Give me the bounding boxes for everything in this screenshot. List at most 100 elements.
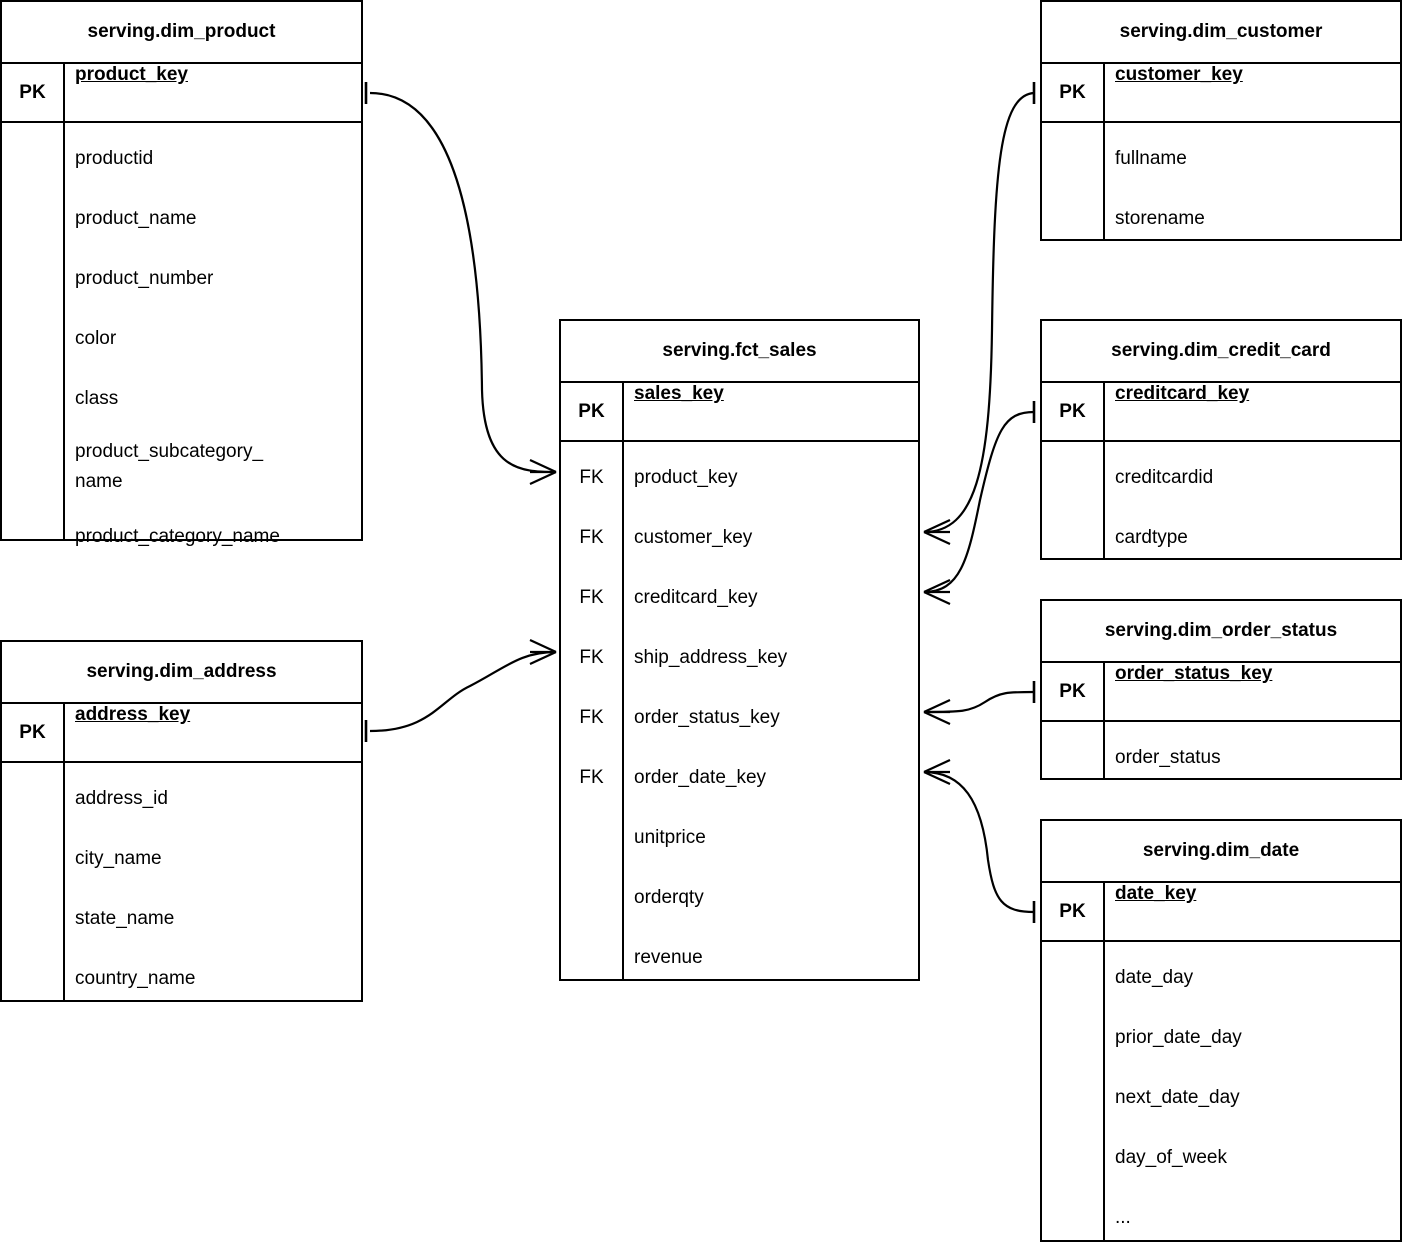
attribute-list-dim_credit_card: creditcardid cardtype bbox=[1105, 442, 1400, 558]
attribute-fct_sales-1: orderqty bbox=[634, 887, 704, 908]
pk-field-dim_product: product_key bbox=[75, 64, 188, 85]
attribute-dim_product-6: product_category_name bbox=[75, 526, 280, 547]
cardinality-many-prong-sales-to-order-status-2 bbox=[923, 711, 951, 725]
entity-title-dim_customer: serving.dim_customer bbox=[1042, 2, 1400, 64]
entity-title-dim_product: serving.dim_product bbox=[2, 2, 361, 64]
connector-line-sales-to-order-status bbox=[923, 690, 1035, 714]
connector-line-address-to-sales bbox=[369, 650, 557, 733]
attribute-dim_order_status-0: order_status bbox=[1115, 747, 1221, 768]
pk-row-dim_customer[interactable]: PK customer_key bbox=[1042, 64, 1400, 123]
connector-line-sales-to-customer bbox=[923, 91, 1035, 534]
attribute-dim_product-2: product_number bbox=[75, 268, 214, 289]
cardinality-many-prong-sales-to-credit-card-0 bbox=[923, 579, 951, 593]
attribute-dim_credit_card-1: cardtype bbox=[1115, 527, 1188, 548]
attribute-list-dim_order_status: order_status bbox=[1105, 722, 1400, 778]
attribute-dim_product-0: productid bbox=[75, 148, 154, 169]
attribute-dim_date-4: ... bbox=[1115, 1207, 1131, 1228]
attribute-dim_customer-0: fullname bbox=[1115, 148, 1187, 169]
pk-field-dim_credit_card: creditcard_key bbox=[1115, 383, 1250, 404]
cardinality-many-prong-sales-to-customer-0 bbox=[923, 519, 951, 533]
pk-badge-fct_sales: PK bbox=[561, 383, 624, 440]
pk-badge-dim_address: PK bbox=[2, 704, 65, 761]
key-column-strip-dim_customer bbox=[1042, 123, 1105, 239]
entity-title-fct_sales: serving.fct_sales bbox=[561, 321, 918, 383]
entity-title-dim_credit_card: serving.dim_credit_card bbox=[1042, 321, 1400, 383]
pk-row-dim_product[interactable]: PK product_key bbox=[2, 64, 361, 123]
fk-badge-fct_sales-4: FK bbox=[579, 707, 604, 728]
attribute-dim_customer-1: storename bbox=[1115, 208, 1205, 229]
cardinality-many-prong-product-to-sales-2 bbox=[529, 471, 557, 485]
relationship-product-to-sales bbox=[364, 82, 557, 485]
pk-row-dim_address[interactable]: PK address_key bbox=[2, 704, 361, 763]
fk-field-fct_sales-4: order_status_key bbox=[634, 707, 780, 728]
relationship-sales-to-customer bbox=[923, 82, 1036, 545]
attribute-dim_address-2: state_name bbox=[75, 908, 175, 929]
pk-badge-dim_customer: PK bbox=[1042, 64, 1105, 121]
fk-badge-fct_sales-1: FK bbox=[579, 527, 604, 548]
fk-badge-fct_sales-0: FK bbox=[579, 467, 604, 488]
pk-badge-dim_product: PK bbox=[2, 64, 65, 121]
entity-title-dim_date: serving.dim_date bbox=[1042, 821, 1400, 883]
pk-row-dim_credit_card[interactable]: PK creditcard_key bbox=[1042, 383, 1400, 442]
key-column-strip-dim_order_status bbox=[1042, 722, 1105, 778]
fk-field-fct_sales-5: order_date_key bbox=[634, 767, 767, 788]
pk-field-dim_address: address_key bbox=[75, 704, 191, 725]
connector-line-sales-to-date bbox=[923, 770, 1035, 914]
fk-badge-fct_sales-3: FK bbox=[579, 647, 604, 668]
connector-line-sales-to-credit-card bbox=[923, 410, 1035, 594]
pk-field-dim_date: date_key bbox=[1115, 883, 1197, 904]
pk-field-dim_order_status: order_status_key bbox=[1115, 663, 1273, 684]
cardinality-many-prong-product-to-sales-0 bbox=[529, 459, 557, 473]
fk-badge-fct_sales-5: FK bbox=[579, 767, 604, 788]
key-column-strip-dim_credit_card bbox=[1042, 442, 1105, 558]
attribute-list-dim_customer: fullname storename bbox=[1105, 123, 1400, 239]
attribute-dim_credit_card-0: creditcardid bbox=[1115, 467, 1214, 488]
key-column-strip-dim_date bbox=[1042, 942, 1105, 1240]
attribute-fct_sales-2: revenue bbox=[634, 947, 703, 968]
pk-field-dim_customer: customer_key bbox=[1115, 64, 1243, 85]
attribute-dim_product-1: product_name bbox=[75, 208, 197, 229]
pk-row-dim_date[interactable]: PK date_key bbox=[1042, 883, 1400, 942]
attribute-dim_date-1: prior_date_day bbox=[1115, 1027, 1242, 1048]
attributes-section-dim_order_status: order_status bbox=[1042, 722, 1400, 778]
attribute-dim_address-3: country_name bbox=[75, 968, 196, 989]
attribute-dim_address-0: address_id bbox=[75, 788, 168, 809]
cardinality-many-prong-sales-to-date-0 bbox=[923, 759, 951, 773]
cardinality-many-prong-address-to-sales-0 bbox=[529, 639, 557, 653]
entity-title-dim_order_status: serving.dim_order_status bbox=[1042, 601, 1400, 663]
attributes-section-dim_customer: fullname storename bbox=[1042, 123, 1400, 239]
key-column-strip-dim_product bbox=[2, 123, 65, 539]
attribute-dim_date-2: next_date_day bbox=[1115, 1087, 1240, 1108]
attribute-dim_product-3: color bbox=[75, 328, 117, 349]
cardinality-many-prong-sales-to-credit-card-2 bbox=[923, 591, 951, 605]
attribute-list-dim_address: address_id city_name state_name country_nam… bbox=[65, 763, 361, 1000]
fk-field-fct_sales-2: creditcard_key bbox=[634, 587, 758, 608]
relationship-sales-to-date bbox=[923, 759, 1036, 923]
relationship-address-to-sales bbox=[364, 639, 557, 742]
cardinality-many-prong-sales-to-date-2 bbox=[923, 771, 951, 785]
attribute-dim_address-1: city_name bbox=[75, 848, 162, 869]
pk-badge-dim_date: PK bbox=[1042, 883, 1105, 940]
entity-title-dim_address: serving.dim_address bbox=[2, 642, 361, 704]
attributes-section-dim_credit_card: creditcardid cardtype bbox=[1042, 442, 1400, 558]
pk-badge-dim_credit_card: PK bbox=[1042, 383, 1105, 440]
fk-field-fct_sales-3: ship_address_key bbox=[634, 647, 788, 668]
key-column-strip-dim_address bbox=[2, 763, 65, 1000]
attributes-section-dim_address: address_id city_name state_name country_nam… bbox=[2, 763, 361, 1000]
